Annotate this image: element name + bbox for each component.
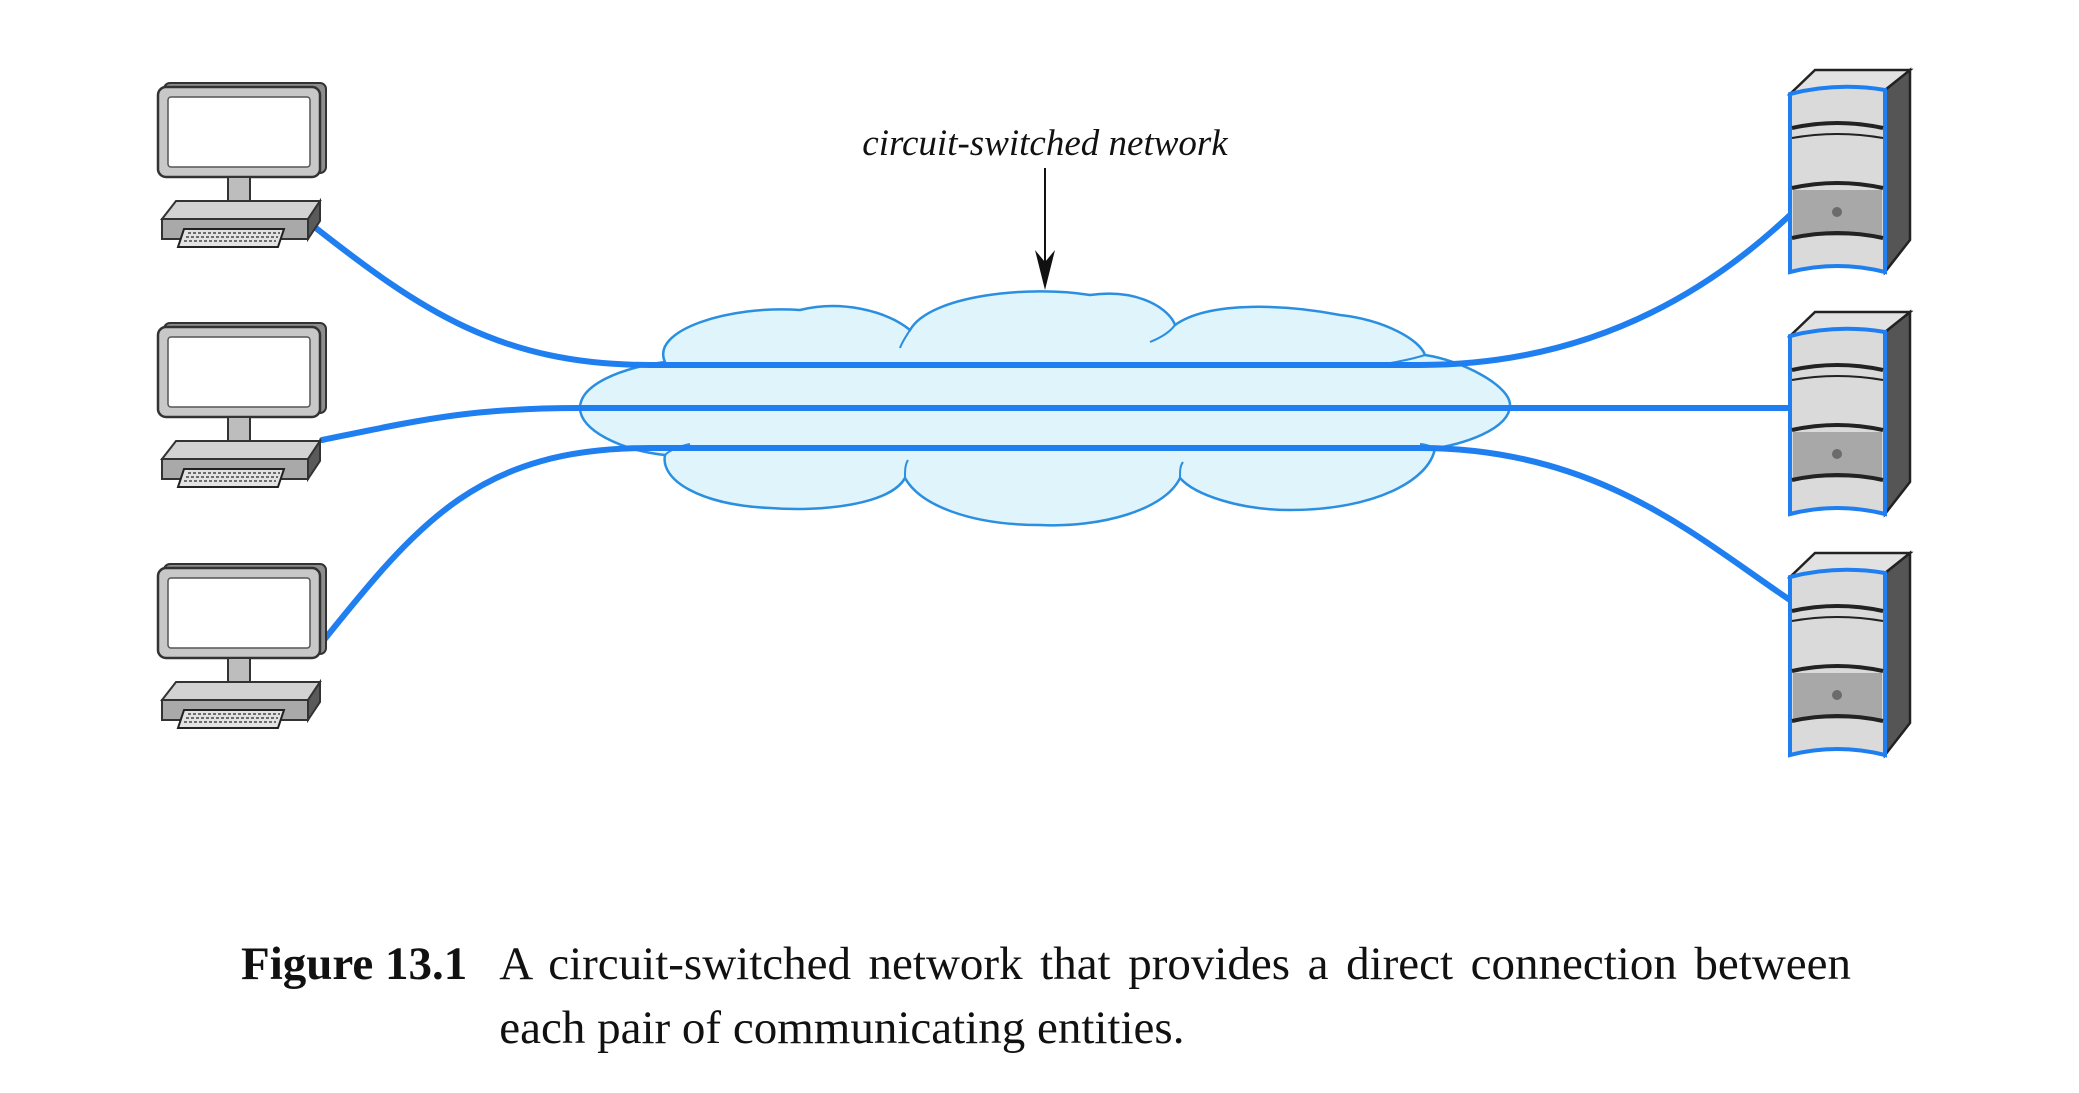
- figure-caption: Figure 13.1 A circuit-switched network t…: [241, 932, 1851, 1060]
- network-label: circuit-switched network: [862, 123, 1228, 164]
- desktop-computer-icon: [156, 562, 328, 730]
- desktop-computer-icon: [156, 81, 328, 249]
- figure-caption-text: A circuit-switched network that provides…: [499, 938, 1851, 1054]
- circuit-link-1: [309, 212, 1793, 368]
- server-tower-icon: [1788, 310, 1912, 516]
- desktop-computer-icon: [156, 321, 328, 489]
- server-tower-icon: [1788, 68, 1912, 274]
- label-arrow: [1035, 168, 1055, 290]
- figure-number: Figure 13.1: [241, 938, 468, 990]
- server-tower-icon: [1788, 551, 1912, 757]
- circuit-links: [309, 212, 1793, 648]
- circuit-link-3: [317, 445, 1793, 648]
- circuit-link-2: [319, 405, 1793, 443]
